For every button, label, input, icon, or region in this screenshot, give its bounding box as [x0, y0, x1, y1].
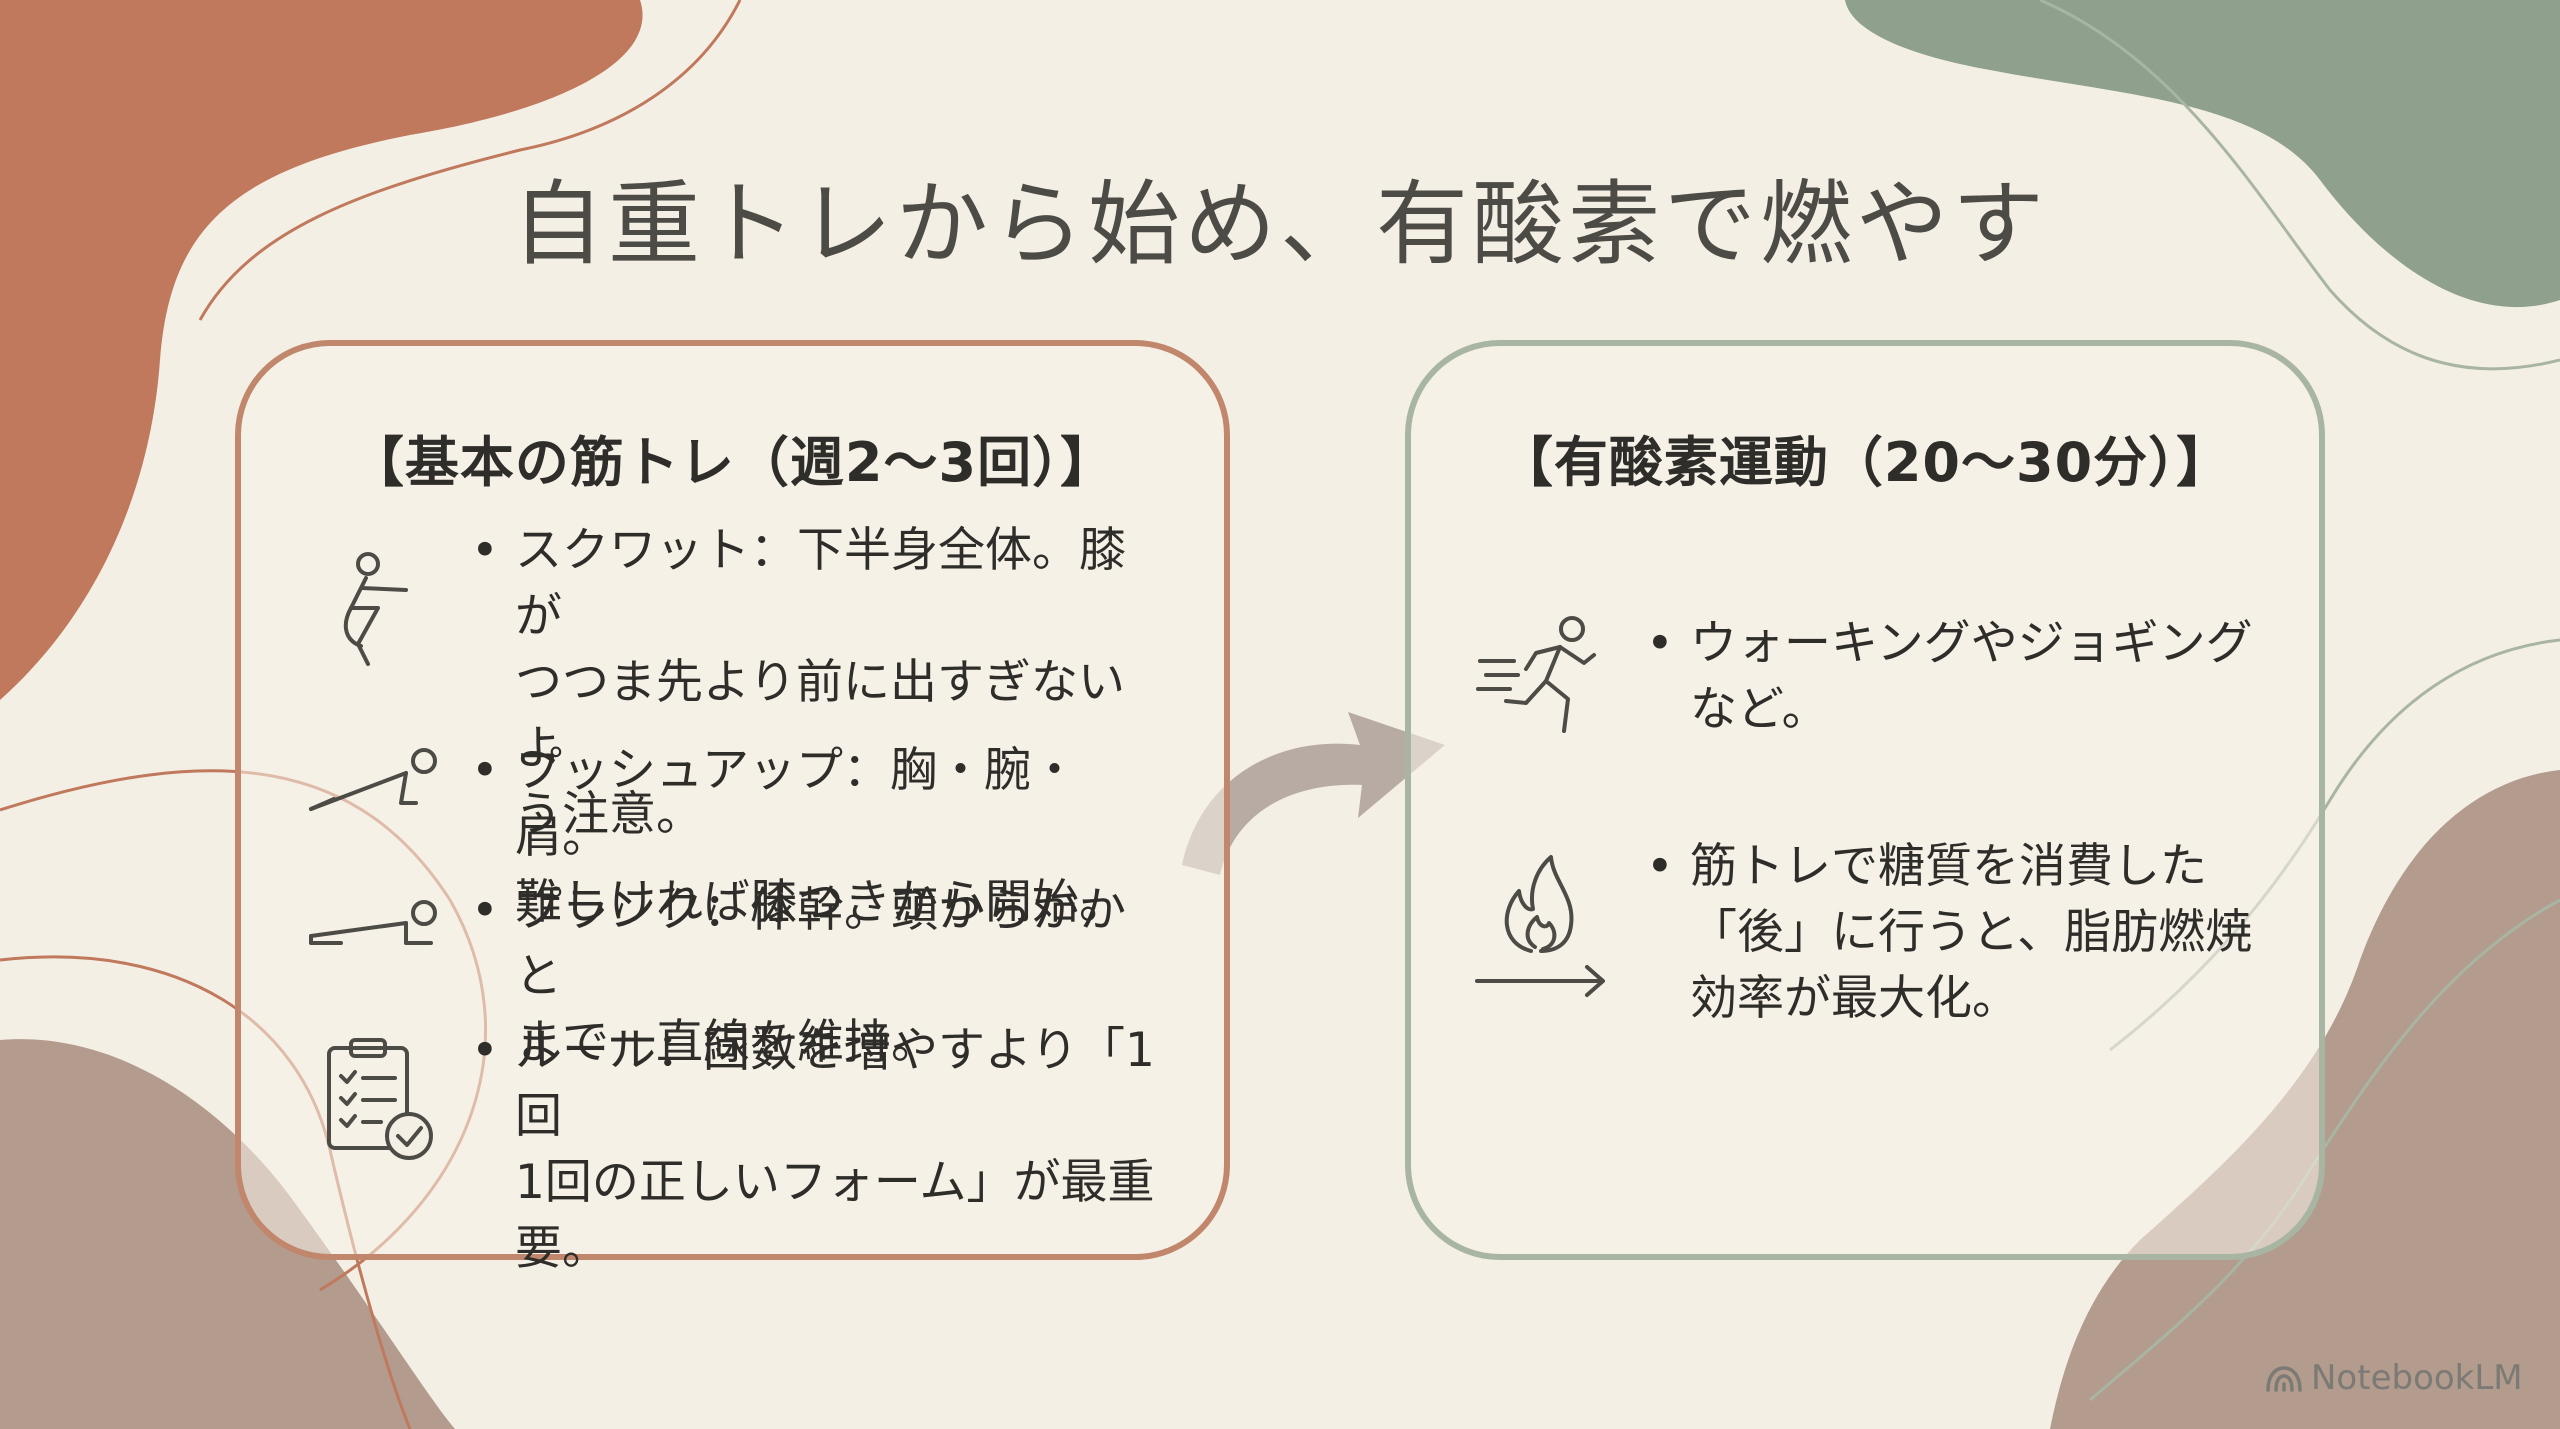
- item-text: 筋トレで糖質を消費した 「後」に行うと、脂肪燃焼 効率が最大化。: [1690, 839, 2253, 1026]
- squat-icon: [316, 546, 426, 680]
- strength-panel-heading: 【基本の筋トレ（週2〜3回）】: [349, 431, 1116, 494]
- list-item-walking: • ウォーキングやジョギング など。: [1646, 611, 2286, 743]
- clipboard-check-icon: [321, 1036, 441, 1170]
- bullet: •: [471, 1023, 499, 1078]
- list-item-rule: • ルール：回数を増やすより「1回 1回の正しいフォーム」が最重 要。: [471, 1018, 1171, 1282]
- item-text: スクワット：下半身全体。膝が つつま先より前に出すぎないよ う注意。: [515, 523, 1126, 842]
- flow-arrow: [1182, 712, 1445, 875]
- notebooklm-logo: NotebookLM: [2265, 1358, 2523, 1398]
- bullet: •: [471, 743, 499, 798]
- fire-icon: [1471, 851, 1621, 1005]
- item-text: ウォーキングやジョギング など。: [1690, 616, 2253, 737]
- bullet: •: [471, 523, 499, 578]
- sage-blob: [1845, 0, 2560, 308]
- notebooklm-icon: [2266, 1366, 2302, 1392]
- running-icon: [1476, 611, 1616, 755]
- list-item-pushup: • プッシュアップ：胸・腕・肩。 難しければ膝つきから開始。: [471, 738, 1171, 936]
- list-item-fat-burning: • 筋トレで糖質を消費した 「後」に行うと、脂肪燃焼 効率が最大化。: [1646, 834, 2286, 1032]
- bullet: •: [1646, 616, 1674, 671]
- logo-text: NotebookLM: [2311, 1358, 2523, 1398]
- plank-icon: [306, 891, 446, 975]
- sage-line-1: [2039, 0, 2560, 371]
- item-text: プッシュアップ：胸・腕・肩。 難しければ膝つきから開始。: [515, 743, 1126, 930]
- bullet: •: [471, 883, 499, 938]
- taupe-blob-left: [0, 1039, 455, 1429]
- strength-training-panel: 【基本の筋トレ（週2〜3回）】 • スクワット：下半身全体。膝が つつま先より前…: [235, 340, 1230, 1276]
- list-item-plank: • プランク：体幹。頭からかかと まで一直線を維持。: [471, 878, 1171, 1076]
- cardio-panel: 【有酸素運動（20〜30分）】 • ウォーキングやジョギング など。 • 筋トレ…: [1405, 340, 2325, 1260]
- terracotta-line-3: [198, 0, 742, 321]
- terracotta-blob: [0, 0, 643, 700]
- page-title: 自重トレから始め、有酸素で燃やす: [511, 171, 2048, 278]
- item-text: プランク：体幹。頭からかかと まで一直線を維持。: [515, 883, 1126, 1070]
- item-text: ルール：回数を増やすより「1回 1回の正しいフォーム」が最重 要。: [515, 1023, 1155, 1276]
- bullet: •: [1646, 839, 1674, 894]
- cardio-panel-heading: 【有酸素運動（20〜30分）】: [1498, 431, 2232, 494]
- list-item-squat: • スクワット：下半身全体。膝が つつま先より前に出すぎないよ う注意。: [471, 518, 1171, 848]
- pushup-icon: [306, 741, 446, 835]
